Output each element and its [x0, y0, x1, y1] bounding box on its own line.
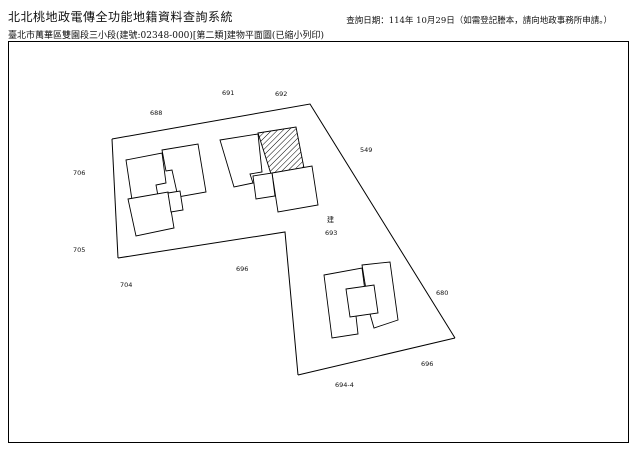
page-title: 北北桃地政電傳全功能地籍資料查詢系統 [8, 10, 234, 24]
label-704: 704 [120, 281, 132, 289]
label-688: 688 [150, 109, 162, 117]
page-subtitle: 臺北市萬華區雙園段三小段(建號:02348-000)[第二類]建物平面圖(已縮小… [8, 31, 324, 41]
plan-frame [8, 41, 629, 443]
label-693: 693 [325, 229, 337, 237]
parcel-outline [111, 103, 456, 376]
building-left-cluster [125, 143, 207, 237]
building-center-cluster [219, 126, 319, 213]
label-706: 706 [73, 169, 85, 177]
label-549: 549 [360, 146, 372, 154]
label-691: 691 [222, 89, 234, 97]
query-date: 查詢日期：114年 10月29日（如需登記謄本，請向地政事務所申請。） [346, 16, 612, 26]
label-696-b: 696 [421, 360, 433, 368]
label-680: 680 [436, 289, 448, 297]
label-692: 692 [275, 90, 287, 98]
building-lower-cluster [323, 261, 399, 339]
label-694-4: 694-4 [335, 381, 354, 389]
label-705: 705 [73, 246, 85, 254]
label-696-a: 696 [236, 265, 248, 273]
label-building: 建 [327, 215, 334, 224]
